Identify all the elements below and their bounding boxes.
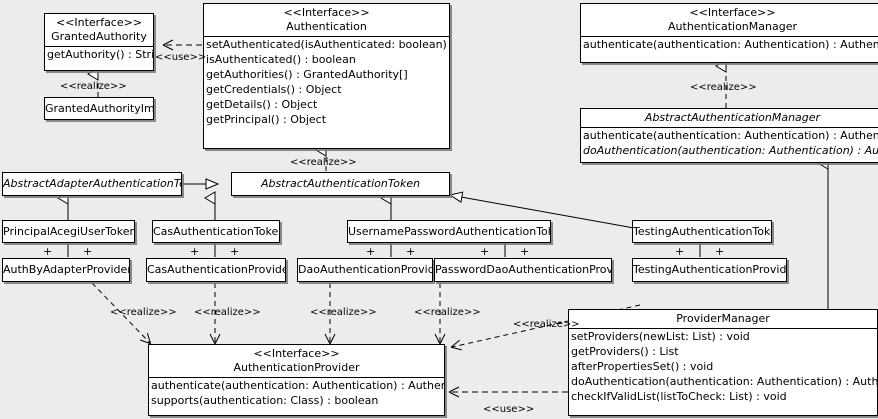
edge-label-realize-password-dao-authentication-provider: <<realize>> (414, 307, 481, 318)
class-abstract-adapter-authentication-token[interactable]: AbstractAdapterAuthenticationToken (2, 172, 182, 196)
class-name-label: PrincipalAcegiUserToken (3, 225, 135, 238)
class-header-authentication: <<Interface>> Authentication (204, 4, 449, 36)
class-username-password-authentication-token[interactable]: UsernamePasswordAuthenticationToken (347, 220, 551, 243)
edge-label-realize-cas-authentication-provider: <<realize>> (194, 307, 261, 318)
class-name-label: CasAuthenticationProvider (147, 263, 286, 276)
class-authentication-manager[interactable]: <<Interface>> AuthenticationManager auth… (580, 3, 878, 63)
class-testing-authentication-provider[interactable]: TestingAuthenticationProvider (632, 258, 787, 282)
class-name-label: UsernamePasswordAuthenticationToken (348, 225, 551, 238)
class-cas-authentication-token[interactable]: CasAuthenticationToken (152, 220, 280, 243)
class-name-label: AuthenticationProvider (233, 361, 360, 374)
member-item: getAuthority() : String (47, 48, 154, 61)
stereotype-label: <<Interface>> (253, 347, 340, 360)
class-name-label: TestingAuthenticationProvider (633, 263, 787, 276)
association-marker-plus: + (366, 245, 376, 258)
class-dao-authentication-provider[interactable]: DaoAuthenticationProvider (297, 258, 433, 282)
class-granted-authority[interactable]: <<Interface>> GrantedAuthority getAuthor… (44, 13, 154, 71)
class-name-label: AbstractAdapterAuthenticationToken (3, 177, 181, 190)
class-name-label: Authentication (286, 20, 367, 33)
edge-label-use-authentication-granted-authority: <<use>> (155, 52, 207, 63)
class-provider-manager[interactable]: ProviderManager setProviders(newList: Li… (568, 309, 878, 416)
class-header-provider-manager: ProviderManager (569, 310, 877, 328)
edge-label-realize-abstract-authentication-token: <<realize>> (290, 157, 357, 168)
class-name-label: GrantedAuthorityImpl (45, 102, 154, 115)
edge-label-realize-abstract-authentication-manager: <<realize>> (690, 82, 757, 93)
member-item: authenticate(authentication: Authenticat… (583, 38, 878, 51)
edge-label-realize-auth-by-adapter-provider: <<realize>> (110, 307, 177, 318)
member-list: getAuthority() : String (45, 46, 153, 62)
member-item: authenticate(authentication: Authenticat… (151, 379, 444, 392)
member-item: supports(authentication: Class) : boolea… (151, 394, 379, 407)
member-item: getPrincipal() : Object (206, 113, 327, 126)
class-abstract-authentication-manager[interactable]: AbstractAuthenticationManager authentica… (580, 108, 878, 163)
class-name-label: PasswordDaoAuthenticationProvider (435, 263, 611, 276)
class-authentication[interactable]: <<Interface>> Authentication setAuthenti… (203, 3, 450, 149)
class-abstract-authentication-token[interactable]: AbstractAuthenticationToken (231, 172, 450, 196)
member-item: getAuthorities() : GrantedAuthority[] (206, 68, 408, 81)
class-password-dao-authentication-provider[interactable]: PasswordDaoAuthenticationProvider (434, 258, 612, 282)
association-marker-plus: + (83, 245, 93, 258)
member-list: authenticate(authentication: Authenticat… (581, 127, 878, 158)
edge-label-realize-granted-authority-impl: <<realize>> (60, 81, 127, 92)
stereotype-label: <<Interface>> (283, 6, 370, 19)
member-list: setAuthenticated(isAuthenticated: boolea… (204, 36, 449, 127)
association-marker-plus: + (43, 245, 53, 258)
class-header-abstract-authentication-manager: AbstractAuthenticationManager (581, 109, 878, 127)
association-marker-plus: + (675, 245, 685, 258)
member-list: setProviders(newList: List) : void getPr… (569, 328, 877, 404)
class-name-label: AbstractAuthenticationManager (644, 111, 821, 124)
class-testing-authentication-token[interactable]: TestingAuthenticationToken (632, 220, 772, 243)
stereotype-label: <<Interface>> (689, 6, 776, 19)
association-marker-plus: + (480, 245, 490, 258)
class-name-label: AuthByAdapterProvider (3, 263, 130, 276)
member-item: getCredentials() : Object (206, 83, 342, 96)
association-marker-plus: + (406, 245, 416, 258)
member-item: afterPropertiesSet() : void (571, 360, 714, 373)
class-principal-acegi-user-token[interactable]: PrincipalAcegiUserToken (2, 220, 135, 243)
class-name-label: ProviderManager (676, 312, 770, 325)
member-list: authenticate(authentication: Authenticat… (149, 377, 444, 408)
association-marker-plus: + (190, 245, 200, 258)
class-auth-by-adapter-provider[interactable]: AuthByAdapterProvider (2, 258, 130, 282)
member-list: authenticate(authentication: Authenticat… (581, 36, 878, 52)
class-header-authentication-manager: <<Interface>> AuthenticationManager (581, 4, 878, 36)
association-marker-plus: + (520, 245, 530, 258)
class-name-label: AuthenticationManager (668, 20, 797, 33)
edge-label-use-provider-manager: <<use>> (483, 404, 535, 415)
edge-label-realize-dao-authentication-provider: <<realize>> (310, 307, 377, 318)
member-item: isAuthenticated() : boolean (206, 53, 356, 66)
member-item: setProviders(newList: List) : void (571, 330, 750, 343)
class-name-label: DaoAuthenticationProvider (298, 263, 433, 276)
class-name-label: TestingAuthenticationToken (633, 225, 772, 238)
edge-label-realize-provider-manager: <<realize>> (513, 319, 580, 330)
member-item: authenticate(authentication: Authenticat… (583, 129, 878, 142)
member-item: getDetails() : Object (206, 98, 318, 111)
class-name-label: GrantedAuthority (51, 30, 147, 43)
class-authentication-provider[interactable]: <<Interface>> AuthenticationProvider aut… (148, 344, 445, 416)
class-name-label: CasAuthenticationToken (153, 225, 280, 238)
class-name-label: AbstractAuthenticationToken (260, 177, 421, 190)
class-header-authentication-provider: <<Interface>> AuthenticationProvider (149, 345, 444, 377)
member-item: checkIfValidList(listToCheck: List) : vo… (571, 390, 787, 403)
association-marker-plus: + (230, 245, 240, 258)
class-cas-authentication-provider[interactable]: CasAuthenticationProvider (146, 258, 286, 282)
association-marker-plus: + (715, 245, 725, 258)
class-header-granted-authority: <<Interface>> GrantedAuthority (45, 14, 153, 46)
member-item: getProviders() : List (571, 345, 679, 358)
class-granted-authority-impl[interactable]: GrantedAuthorityImpl (44, 97, 154, 120)
member-item: doAuthentication(authentication: Authent… (571, 375, 878, 388)
member-item: setAuthenticated(isAuthenticated: boolea… (206, 38, 449, 51)
member-item: doAuthentication(authentication: Authent… (583, 144, 878, 157)
stereotype-label: <<Interface>> (55, 16, 143, 29)
